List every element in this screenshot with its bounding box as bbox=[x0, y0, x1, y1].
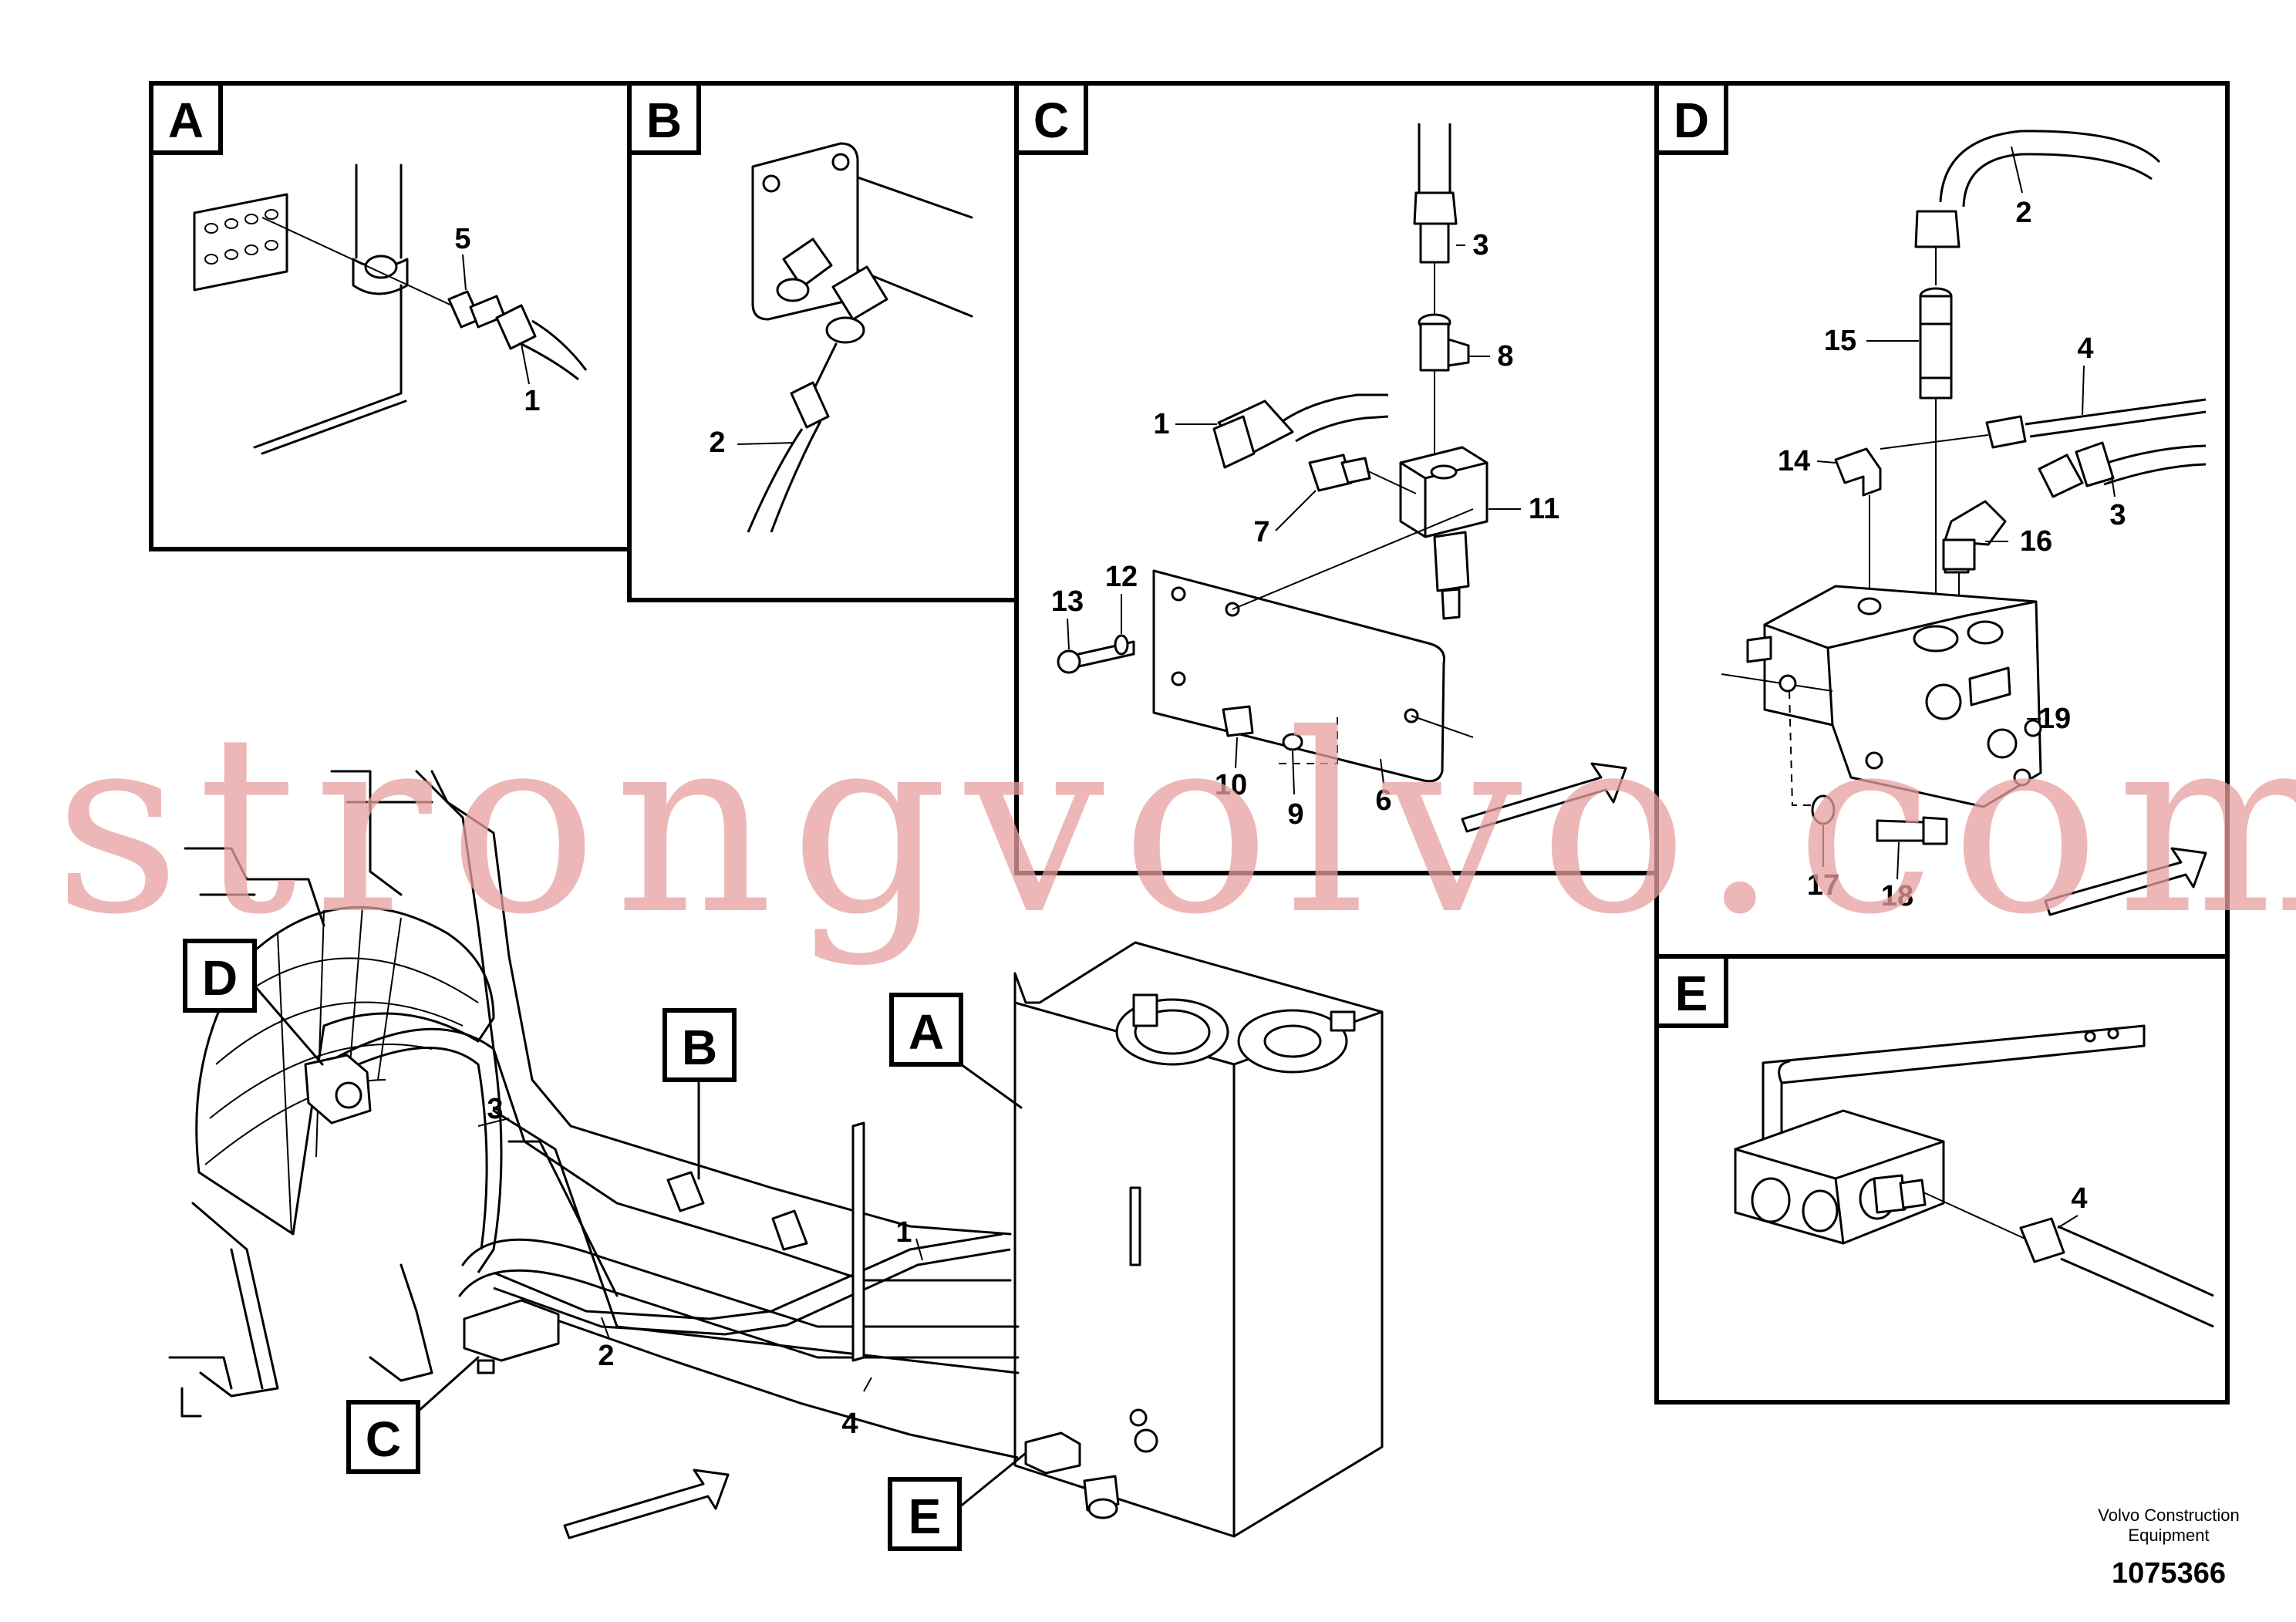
callout-c-8: 8 bbox=[1497, 340, 1513, 373]
callout-c-12: 12 bbox=[1105, 561, 1138, 593]
panel-e-label: E bbox=[1675, 966, 1708, 1021]
overview-callout-b: B bbox=[682, 1020, 717, 1075]
watermark-text: strongvolvo.com bbox=[54, 682, 2296, 969]
overview-callout-a: A bbox=[909, 1004, 944, 1060]
callout-c-7: 7 bbox=[1253, 516, 1269, 548]
panel-c-label: C bbox=[1033, 93, 1069, 148]
callout-d-3: 3 bbox=[2109, 499, 2126, 531]
detail-panel-d: D bbox=[1654, 81, 2230, 959]
callout-c-11: 11 bbox=[1529, 493, 1559, 525]
drawing-number: 1075366 bbox=[2112, 1557, 2226, 1590]
detail-panel-e: E 4 bbox=[1654, 954, 2230, 1404]
footer-company-line1: Volvo Construction bbox=[2098, 1506, 2239, 1525]
panel-d-label: D bbox=[1674, 93, 1709, 148]
callout-d-15: 15 bbox=[1824, 325, 1856, 357]
callout-d-2: 2 bbox=[2015, 197, 2031, 229]
overview-callout-e: E bbox=[909, 1489, 942, 1544]
panel-b-label: B bbox=[646, 93, 682, 148]
callout-a-1: 1 bbox=[524, 385, 540, 417]
panel-a-label: A bbox=[168, 93, 204, 148]
overview-callout-c: C bbox=[366, 1411, 401, 1467]
callout-d-4: 4 bbox=[2077, 332, 2093, 365]
callout-c-13: 13 bbox=[1051, 585, 1084, 618]
callout-c-9: 9 bbox=[1287, 798, 1303, 831]
callout-c-3: 3 bbox=[1472, 229, 1489, 261]
overview-callout-4: 4 bbox=[841, 1408, 858, 1440]
callout-c-10: 10 bbox=[1215, 769, 1247, 801]
callout-e-4: 4 bbox=[2071, 1182, 2087, 1215]
callout-c-1: 1 bbox=[1153, 408, 1169, 440]
callout-c-6: 6 bbox=[1375, 784, 1391, 817]
detail-panel-a: A 5 1 bbox=[149, 81, 632, 551]
overview-callout-1: 1 bbox=[895, 1216, 912, 1249]
footer-company-line2: Equipment bbox=[2128, 1526, 2209, 1545]
machine-overview: D B A C E 3 1 2 4 bbox=[168, 770, 1384, 1551]
callout-d-16: 16 bbox=[2020, 525, 2052, 558]
overview-callout-2: 2 bbox=[598, 1340, 614, 1372]
callout-d-14: 14 bbox=[1778, 445, 1810, 477]
callout-d-18: 18 bbox=[1881, 880, 1913, 912]
detail-panel-c: C bbox=[1014, 81, 1659, 875]
footer: Volvo Construction Equipment 1075366 bbox=[2098, 1506, 2239, 1590]
callout-d-17: 17 bbox=[1807, 869, 1839, 902]
overview-callout-3: 3 bbox=[487, 1093, 503, 1125]
detail-panel-b: B 2 bbox=[627, 81, 1019, 602]
callout-a-5: 5 bbox=[454, 223, 470, 255]
callout-b-2: 2 bbox=[709, 427, 725, 459]
overview-callout-d: D bbox=[202, 950, 238, 1006]
callout-d-19: 19 bbox=[2038, 703, 2071, 735]
